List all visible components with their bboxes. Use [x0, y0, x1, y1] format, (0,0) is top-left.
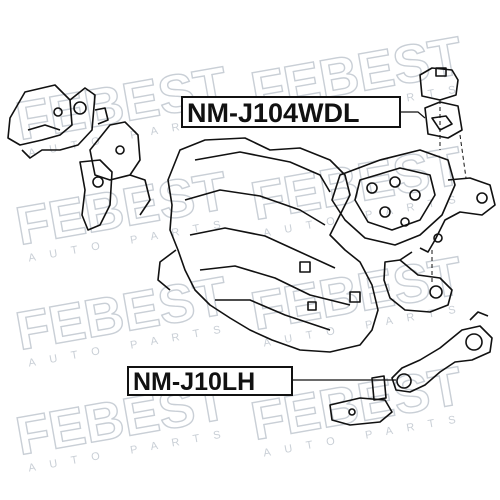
engine-block — [157, 137, 379, 353]
part-number-label-upper: NM-J104WDL — [181, 96, 401, 128]
alignment-lines — [431, 100, 467, 282]
left-mount-bracket — [79, 121, 151, 231]
torque-rod-mount — [391, 311, 493, 393]
part-number-label-lower: NM-J10LH — [127, 366, 293, 396]
right-lower-bracket — [383, 251, 453, 313]
lower-mount-bracket — [329, 375, 393, 426]
leader-lines — [293, 111, 426, 381]
upper-leader-line — [401, 111, 426, 119]
right-transmission-mount — [331, 149, 496, 253]
left-engine-mount — [7, 84, 109, 159]
